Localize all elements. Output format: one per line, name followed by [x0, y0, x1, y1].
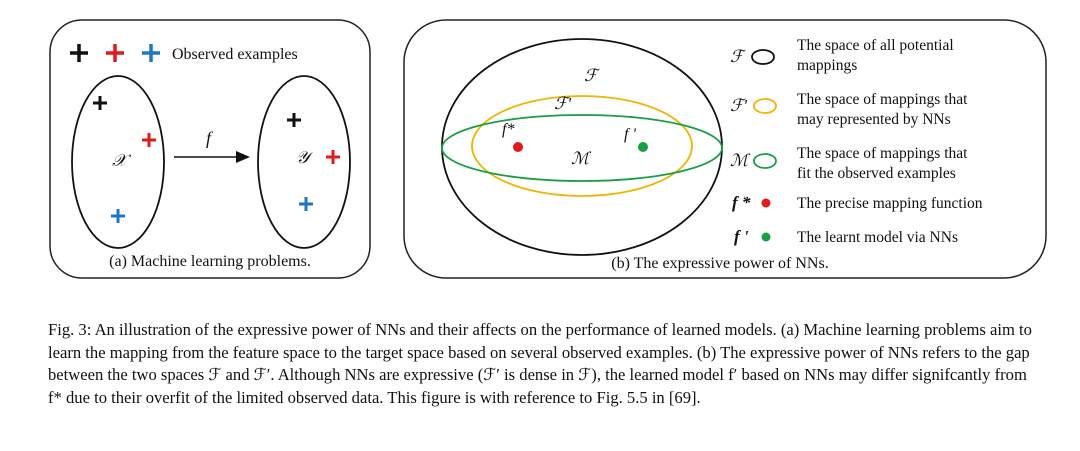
legend-all-mappings-icon: [751, 49, 775, 65]
precise-function-label: f*: [502, 121, 514, 138]
legend-text-precise: The precise mapping function: [797, 195, 983, 212]
legend-text-learnt: The learnt model via NNs: [797, 229, 958, 246]
fit-mappings-ellipse: [441, 114, 723, 182]
all-mappings-label: ℱ: [584, 66, 601, 85]
legend-observed-label: Observed examples: [172, 46, 298, 63]
panel-a-caption: (a) Machine learning problems.: [109, 253, 311, 270]
learnt-model-label: f ': [624, 126, 636, 143]
target-space-label: 𝒴: [296, 148, 314, 167]
figure: Observed examples 𝒳 f 𝒴 (a) Machine lear…: [49, 19, 1047, 279]
legend-symbol-all: ℱ: [730, 47, 747, 66]
legend-text-nn-2: may represented by NNs: [797, 111, 951, 128]
learnt-model-point: [638, 142, 648, 152]
legend-symbol-fit: ℳ: [730, 151, 751, 170]
legend-text-fit-2: fit the observed examples: [797, 165, 956, 182]
x-plus-blue-icon: [111, 209, 125, 223]
panel-b-legend: ℱ The space of all potential mappings ℱ'…: [730, 37, 983, 246]
panel-a: Observed examples 𝒳 f 𝒴 (a) Machine lear…: [49, 19, 371, 279]
mapping-arrow-label: f: [206, 128, 214, 148]
x-plus-red-icon: [142, 133, 156, 147]
legend-learnt-point-icon: [761, 232, 771, 242]
figure-caption: Fig. 3: An illustration of the expressiv…: [48, 319, 1038, 409]
y-plus-red-icon: [326, 150, 340, 164]
y-plus-blue-icon: [299, 197, 313, 211]
legend-text-all-1: The space of all potential: [797, 37, 954, 54]
precise-function-point: [513, 142, 523, 152]
legend-text-all-2: mappings: [797, 57, 857, 74]
y-plus-black-icon: [287, 113, 301, 127]
panel-b-caption: (b) The expressive power of NNs.: [611, 255, 828, 272]
legend-nn-mappings-icon: [753, 98, 777, 114]
legend-text-nn-1: The space of mappings that: [797, 91, 968, 108]
legend-fit-mappings-icon: [753, 153, 777, 169]
fit-mappings-label: ℳ: [571, 149, 592, 168]
legend-symbol-precise: f *: [732, 193, 751, 212]
legend-symbol-nn: ℱ': [730, 96, 747, 115]
panel-a-frame: [49, 19, 371, 279]
all-mappings-ellipse: [441, 38, 723, 256]
nn-mappings-label: ℱ': [554, 94, 571, 113]
feature-space-label: 𝒳: [112, 151, 132, 170]
nn-mappings-ellipse: [471, 95, 693, 197]
target-space-ellipse: [257, 75, 351, 249]
feature-space-ellipse: [71, 75, 165, 249]
x-plus-black-icon: [93, 96, 107, 110]
panel-b: ℱ ℱ' ℳ f* f ' ℱ The space of all potenti…: [403, 19, 1047, 279]
legend-text-fit-1: The space of mappings that: [797, 145, 968, 162]
legend-symbol-learnt: f ': [734, 227, 749, 246]
legend-plus-red-icon: [106, 44, 124, 62]
legend-plus-black-icon: [70, 44, 88, 62]
panel-b-frame: [403, 19, 1047, 279]
legend-plus-blue-icon: [142, 44, 160, 62]
figure-caption-text: Fig. 3: An illustration of the expressiv…: [48, 320, 1032, 407]
legend-precise-point-icon: [761, 198, 771, 208]
mapping-arrow-head-icon: [236, 151, 250, 163]
